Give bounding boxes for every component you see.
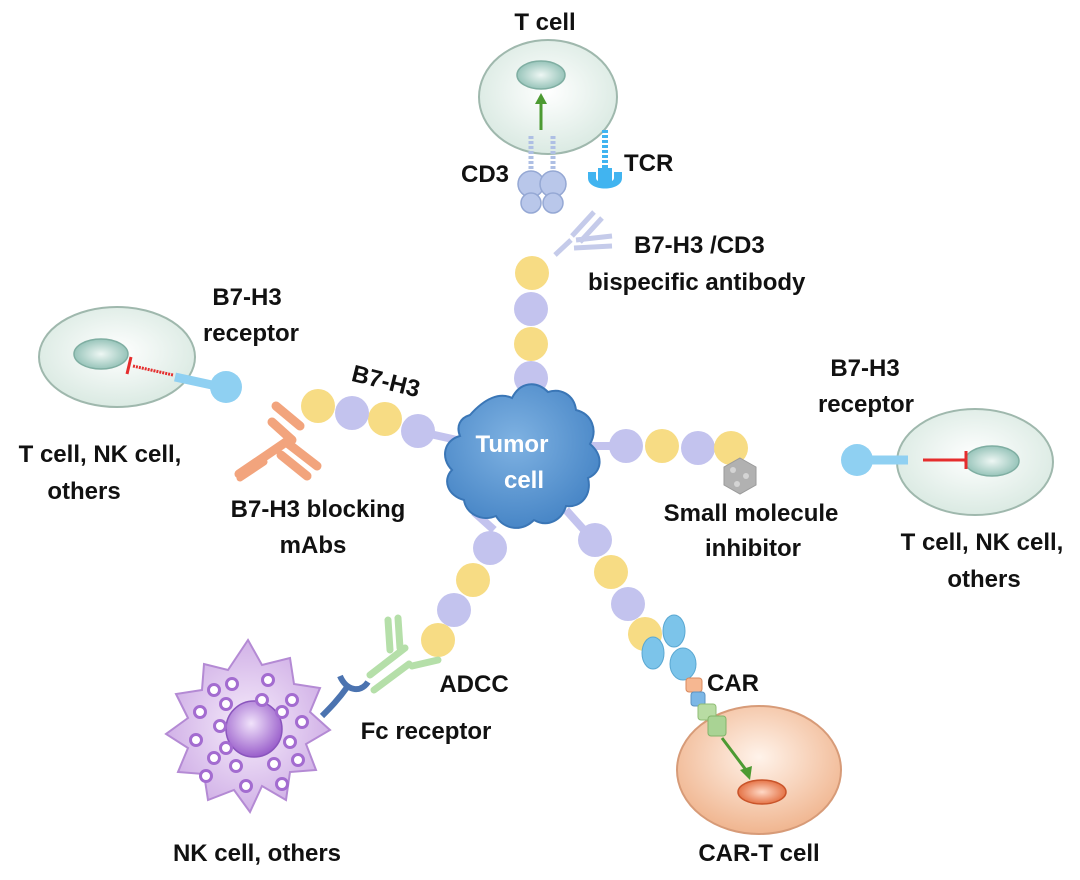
b7h3-bead-top-4 [515,256,549,290]
bispecific-label-line1: B7-H3 /CD3 [634,232,765,259]
car-t-cell-label: CAR-T cell [698,840,819,867]
b7h3-bead-lower-left-2 [456,563,490,597]
nk-granule-9 [283,735,297,749]
car-label: CAR [707,670,759,697]
nk-granule-6 [219,697,233,711]
b7h3-bead-right-2 [645,429,679,463]
nk-granules [189,673,309,793]
right-receptor-label-line1: B7-H3 [830,355,899,382]
b7h3-bead-left-3 [335,396,369,430]
fc-receptor-label: Fc receptor [361,718,492,745]
car-activation-arrow-icon [720,737,752,780]
right-inhibition-icon [923,451,968,469]
adcc-antibody-icon [366,614,442,694]
b7h3-bead-right-1 [609,429,643,463]
nk-cell-label: NK cell, others [173,840,341,867]
b7h3-bead-left-1 [401,414,435,448]
b7h3-bead-lower-right-3 [611,587,645,621]
nk-granule-13 [291,753,305,767]
nk-granule-12 [267,757,281,771]
nk-cell-icon [164,638,332,814]
small-molecule-label-line2: inhibitor [705,535,801,562]
nk-granule-20 [213,719,227,733]
b7h3-receptor-icon [174,371,242,403]
chain-stalk-lower-right [563,507,587,533]
nk-granule-17 [219,741,233,755]
nk-granule-19 [255,693,269,707]
nk-granule-5 [193,705,207,719]
tumor-cell-icon: Tumor cell [444,383,601,529]
b7h3-bead-right-4 [714,431,748,465]
nk-granule-16 [275,777,289,791]
tumor-label-line1: Tumor [476,431,549,458]
antibody-icon [234,401,322,482]
small-molecule-label-line1: Small molecule [664,500,839,527]
small-molecule-icon [723,457,757,495]
b7h3-bead-right-3 [681,431,715,465]
nk-granule-2 [225,677,239,691]
cd3-label: CD3 [461,161,509,188]
left-t-cell-icon [38,306,196,408]
tcr-label: TCR [624,150,673,177]
blocking-label-line1: B7-H3 blocking [231,496,406,523]
activation-arrow-icon [535,93,547,130]
right-receptor-label-line2: receptor [818,391,914,418]
b7h3-bead-left-2 [368,402,402,436]
right-b7h3-receptor-icon [841,444,908,476]
t-cell-top-label: T cell [514,9,575,36]
nk-granule-3 [261,673,275,687]
cd3-complex-icon [517,136,567,214]
adcc-label: ADCC [439,671,508,698]
t-cell-icon [478,39,618,155]
tumor-label-line2: cell [504,467,544,494]
b7h3-bead-top-2 [514,327,548,361]
nk-granule-11 [229,759,243,773]
nk-granule-10 [207,751,221,765]
right-t-cell-icon [896,408,1054,516]
b7h3-bead-lower-left-1 [473,531,507,565]
left-receptor-label-line2: receptor [203,320,299,347]
b7h3-bead-chains [301,256,748,657]
b7h3-bead-lower-left-3 [437,593,471,627]
nk-granule-4 [285,693,299,707]
right-cell-label-line2: others [947,566,1020,593]
car-receptor-icon [641,614,727,737]
b7h3-bead-top-3 [514,292,548,326]
inhibition-icon [125,356,174,377]
nk-granule-14 [199,769,213,783]
nk-granule-7 [295,715,309,729]
left-receptor-label-line1: B7-H3 [212,284,281,311]
b7h3-label: B7-H3 [349,360,423,403]
bispecific-label-line2: bispecific antibody [588,269,806,296]
b7h3-bead-left-4 [301,389,335,423]
nk-granule-18 [275,705,289,719]
b7h3-bead-lower-left-4 [421,623,455,657]
left-cell-label-line2: others [47,478,120,505]
left-cell-label-line1: T cell, NK cell, [19,441,182,468]
fc-receptor-icon [319,674,371,719]
nk-granule-15 [239,779,253,793]
car-t-cell-icon [676,705,842,835]
bispecific-antibody-icon [553,210,613,257]
b7h3-bead-lower-right-2 [594,555,628,589]
nk-granule-1 [207,683,221,697]
nk-granule-8 [189,733,203,747]
b7h3-bead-lower-right-1 [578,523,612,557]
blocking-label-line2: mAbs [280,532,347,559]
tcr-icon [588,130,622,189]
right-cell-label-line1: T cell, NK cell, [901,529,1064,556]
